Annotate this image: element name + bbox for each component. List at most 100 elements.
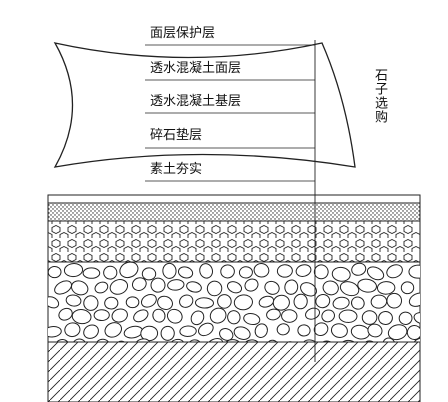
gravel-stone bbox=[71, 309, 92, 325]
compacted-soil-layer bbox=[47, 341, 421, 402]
gravel-stone bbox=[58, 307, 73, 321]
gravel-stone bbox=[169, 338, 185, 342]
gravel-stone bbox=[198, 322, 214, 337]
pervious-concrete-base-layer bbox=[47, 220, 421, 263]
gravel-stone bbox=[48, 265, 62, 279]
gravel-stone bbox=[217, 294, 232, 309]
gravel-stone bbox=[140, 325, 159, 342]
gravel-stone bbox=[150, 277, 166, 293]
gravel-stone bbox=[162, 262, 177, 279]
gravel-stone bbox=[376, 281, 396, 295]
gravel-stone bbox=[284, 279, 299, 295]
gravel-stone bbox=[224, 339, 242, 342]
gravel-stone bbox=[276, 264, 293, 278]
pervious-concrete-surface-layer bbox=[47, 202, 421, 222]
gravel-stone bbox=[199, 263, 213, 279]
gravel-stone bbox=[366, 266, 385, 281]
gravel-stone bbox=[166, 308, 183, 324]
side-label: 石子选购 bbox=[372, 68, 387, 124]
gravel-stone bbox=[331, 266, 351, 282]
gravel-stone bbox=[111, 308, 128, 323]
gravel-stone bbox=[400, 281, 415, 295]
gravel-stone bbox=[339, 281, 360, 297]
gravel-stone bbox=[109, 279, 129, 295]
gravel-stone bbox=[160, 325, 175, 341]
gravel-stone bbox=[350, 296, 365, 310]
gravel-stone bbox=[300, 282, 317, 297]
gravel-stone bbox=[408, 264, 420, 279]
gravel-stone bbox=[238, 266, 253, 279]
layer-label-base: 透水混凝土基层 bbox=[150, 94, 242, 109]
gravel-stone bbox=[179, 294, 194, 308]
gravel-stone bbox=[332, 296, 350, 310]
gravel-stone bbox=[157, 295, 173, 310]
gravel-stone bbox=[186, 281, 202, 293]
gravel-stone bbox=[94, 281, 109, 294]
surface-protection-layer bbox=[47, 194, 421, 204]
gravel-stone bbox=[301, 339, 320, 342]
gravel-stone bbox=[276, 323, 290, 336]
gravel-stone bbox=[386, 292, 403, 309]
gravel-stone bbox=[321, 309, 335, 323]
gravel-stone bbox=[266, 308, 281, 321]
gravel-stone bbox=[209, 307, 227, 324]
gravel-stone bbox=[339, 339, 359, 342]
gravel-stone bbox=[83, 295, 99, 311]
gravel-stone bbox=[71, 338, 87, 342]
gravel-stone bbox=[242, 339, 262, 342]
gravel-stone bbox=[48, 325, 62, 338]
gravel-stone bbox=[254, 323, 268, 338]
gravel-stone bbox=[187, 339, 202, 342]
gravel-stone bbox=[413, 312, 420, 325]
gravel-stone bbox=[82, 267, 101, 279]
gravel-stone bbox=[179, 325, 197, 337]
gravel-stone bbox=[338, 309, 358, 323]
gravel-stone bbox=[281, 309, 298, 323]
gravel-stone bbox=[195, 297, 214, 309]
layer-label-soil: 素土夯实 bbox=[150, 162, 203, 177]
gravel-stone bbox=[295, 264, 312, 277]
gravel-stone bbox=[265, 339, 280, 342]
gravel-stone bbox=[220, 264, 235, 279]
gravel-stone bbox=[104, 322, 122, 338]
gravel-stone bbox=[141, 267, 157, 281]
gravel-stone bbox=[233, 326, 251, 340]
gravel-stone bbox=[131, 277, 147, 291]
gravel-stone bbox=[361, 310, 378, 325]
gravel-stone bbox=[351, 262, 367, 276]
gravel-stone bbox=[357, 278, 377, 293]
gravel-stone bbox=[367, 323, 383, 338]
callout-bubble bbox=[53, 42, 356, 168]
gravel-cushion-layer bbox=[47, 261, 421, 343]
gravel-stone bbox=[315, 294, 331, 309]
gravel-stone bbox=[140, 294, 157, 308]
gravel-stone bbox=[406, 325, 420, 341]
gravel-stone bbox=[264, 280, 280, 295]
gravel-stone bbox=[408, 292, 420, 307]
gravel-stone bbox=[63, 263, 84, 278]
gravel-stone bbox=[93, 309, 110, 322]
gravel-stone bbox=[65, 294, 82, 307]
gravel-stone bbox=[95, 338, 111, 342]
gravel-stone bbox=[293, 293, 308, 310]
gravel-stone bbox=[297, 324, 311, 337]
gravel-stone bbox=[330, 323, 348, 338]
gravel-stone bbox=[125, 296, 140, 309]
gravel-stone bbox=[54, 280, 73, 295]
gravel-stone bbox=[253, 263, 270, 278]
gravel-stone bbox=[322, 280, 339, 296]
gravel-stone bbox=[378, 310, 393, 326]
gravel-stone bbox=[233, 294, 253, 311]
gravel-stone bbox=[104, 296, 119, 310]
gravel-stone bbox=[83, 324, 99, 339]
gravel-stone bbox=[113, 340, 129, 342]
gravel-stone bbox=[206, 280, 223, 297]
gravel-stone bbox=[244, 278, 259, 292]
gravel-stone bbox=[243, 312, 261, 326]
gravel-stone bbox=[398, 311, 413, 325]
gravel-stone bbox=[152, 308, 166, 323]
gravel-stone bbox=[272, 294, 290, 311]
gravel-stone bbox=[219, 328, 234, 341]
layer-label-protection: 面层保护层 bbox=[150, 26, 216, 41]
